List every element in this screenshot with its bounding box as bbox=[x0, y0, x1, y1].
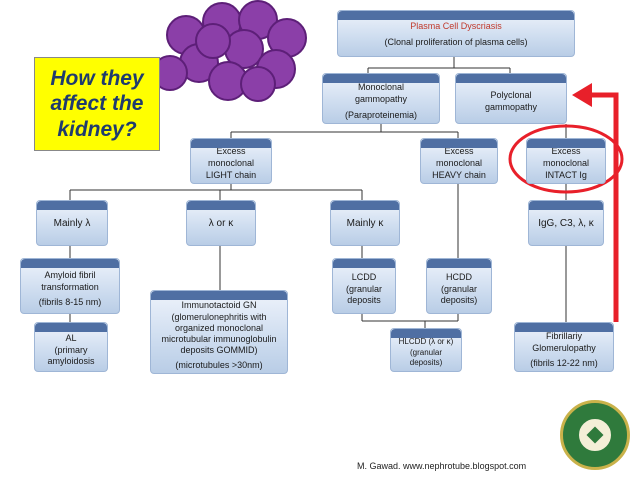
lambda-or-kappa-label: λ or κ bbox=[208, 217, 234, 229]
intact-line-2: monoclonal bbox=[542, 158, 590, 169]
light-line-1: Excess bbox=[216, 146, 246, 157]
hcdd-line-1: HCDD bbox=[446, 271, 472, 282]
hlcdd-line-1: HLCDD (λ or κ) bbox=[398, 337, 454, 347]
amyloid-line-2: transformation bbox=[41, 282, 99, 293]
excess-light-chain-box: Excess monoclonal LIGHT chain bbox=[190, 138, 272, 184]
callout-line-2: affect the bbox=[50, 92, 144, 116]
amyloid-line-3: (fibrils 8-15 nm) bbox=[38, 296, 102, 307]
society-logo-icon bbox=[560, 400, 630, 470]
lcdd-box: LCDD (granular deposits bbox=[332, 258, 396, 314]
callout-line-1: How they bbox=[50, 67, 144, 91]
red-arrowhead bbox=[572, 83, 592, 107]
al-line-2: (primary bbox=[54, 344, 88, 355]
monoclonal-line-2: gammopathy bbox=[354, 94, 408, 105]
mainly-kappa-box: Mainly κ bbox=[330, 200, 400, 246]
callout-line-3: kidney? bbox=[57, 117, 137, 141]
hlcdd-box: HLCDD (λ or κ) (granular deposits) bbox=[390, 328, 462, 372]
heavy-line-1: Excess bbox=[444, 146, 474, 157]
plasma-cell-dyscrasia-box: Plasma Cell Dyscriasis (Clonal prolifera… bbox=[337, 10, 575, 57]
credit-text: M. Gawad. www.nephrotube.blogspot.com bbox=[357, 461, 527, 471]
light-line-2: monoclonal bbox=[207, 158, 255, 169]
igg-c3-box: IgG, C3, λ, κ bbox=[528, 200, 604, 246]
hcdd-line-2: (granular bbox=[440, 283, 478, 294]
lcdd-line-1: LCDD bbox=[351, 271, 377, 282]
intact-line-3: INTACT Ig bbox=[545, 169, 587, 180]
monoclonal-line-1: Monoclonal bbox=[357, 82, 405, 93]
polyclonal-line-1: Polyclonal bbox=[490, 90, 532, 101]
highlight-ellipse bbox=[508, 124, 624, 194]
hcdd-box: HCDD (granular deposits) bbox=[426, 258, 492, 314]
lcdd-line-3: deposits bbox=[347, 295, 381, 306]
light-line-3: LIGHT chain bbox=[205, 169, 257, 180]
heavy-line-3: HEAVY chain bbox=[432, 169, 486, 180]
polyclonal-gammopathy-box: Polyclonal gammopathy bbox=[455, 73, 567, 124]
intact-line-1: Excess bbox=[551, 146, 581, 157]
question-callout: How they affect the kidney? bbox=[34, 57, 160, 151]
lambda-or-kappa-box: λ or κ bbox=[186, 200, 256, 246]
immuno-line-3: organized monoclonal bbox=[174, 322, 264, 333]
amyloid-line-1: Amyloid fibril bbox=[44, 270, 96, 281]
red-arrow bbox=[588, 92, 619, 322]
fibrillary-line-1: Fibrillariy bbox=[546, 331, 582, 342]
al-amyloidosis-box: AL (primary amyloidosis bbox=[34, 322, 108, 372]
fibrillary-line-3: (fibrils 12-22 nm) bbox=[530, 357, 598, 368]
immuno-line-5: deposits GOMMID) bbox=[180, 345, 258, 356]
monoclonal-line-3: (Paraproteinemia) bbox=[344, 109, 418, 120]
immuno-line-2: (glomerulonephritis with bbox=[171, 311, 267, 322]
lcdd-line-2: (granular bbox=[345, 283, 383, 294]
monoclonal-gammopathy-box: Monoclonal gammopathy (Paraproteinemia) bbox=[322, 73, 440, 124]
immuno-line-4: microtubular immunoglobulin bbox=[161, 334, 277, 344]
al-line-1: AL bbox=[65, 332, 77, 343]
immuno-line-1: Immunotactoid GN bbox=[181, 300, 257, 311]
amyloid-fibril-box: Amyloid fibril transformation (fibrils 8… bbox=[20, 258, 120, 314]
excess-heavy-chain-box: Excess monoclonal HEAVY chain bbox=[420, 138, 498, 184]
mainly-kappa-label: Mainly κ bbox=[346, 217, 384, 229]
immunotactoid-gn-box: Immunotactoid GN (glomerulonephritis wit… bbox=[150, 290, 288, 374]
immuno-line-6: (microtubules >30nm) bbox=[175, 359, 263, 370]
mainly-lambda-label: Mainly λ bbox=[53, 217, 91, 229]
al-line-3: amyloidosis bbox=[47, 356, 95, 367]
connector-lines bbox=[69, 57, 567, 328]
mainly-lambda-box: Mainly λ bbox=[36, 200, 108, 246]
hlcdd-line-3: deposits) bbox=[409, 358, 443, 368]
top-subtitle: (Clonal proliferation of plasma cells) bbox=[384, 37, 528, 47]
top-title: Plasma Cell Dyscriasis bbox=[410, 21, 502, 32]
igg-c3-label: IgG, C3, λ, κ bbox=[538, 217, 594, 229]
hlcdd-line-2: (granular bbox=[409, 347, 442, 357]
plasma-cells-image bbox=[152, 0, 307, 102]
heavy-line-2: monoclonal bbox=[435, 158, 483, 169]
fibrillary-line-2: Glomerulopathy bbox=[532, 343, 596, 354]
polyclonal-line-2: gammopathy bbox=[484, 102, 538, 112]
excess-intact-ig-box: Excess monoclonal INTACT Ig bbox=[526, 138, 606, 184]
fibrillary-glomerulopathy-box: Fibrillariy Glomerulopathy (fibrils 12-2… bbox=[514, 322, 614, 372]
hcdd-line-3: deposits) bbox=[440, 295, 478, 306]
